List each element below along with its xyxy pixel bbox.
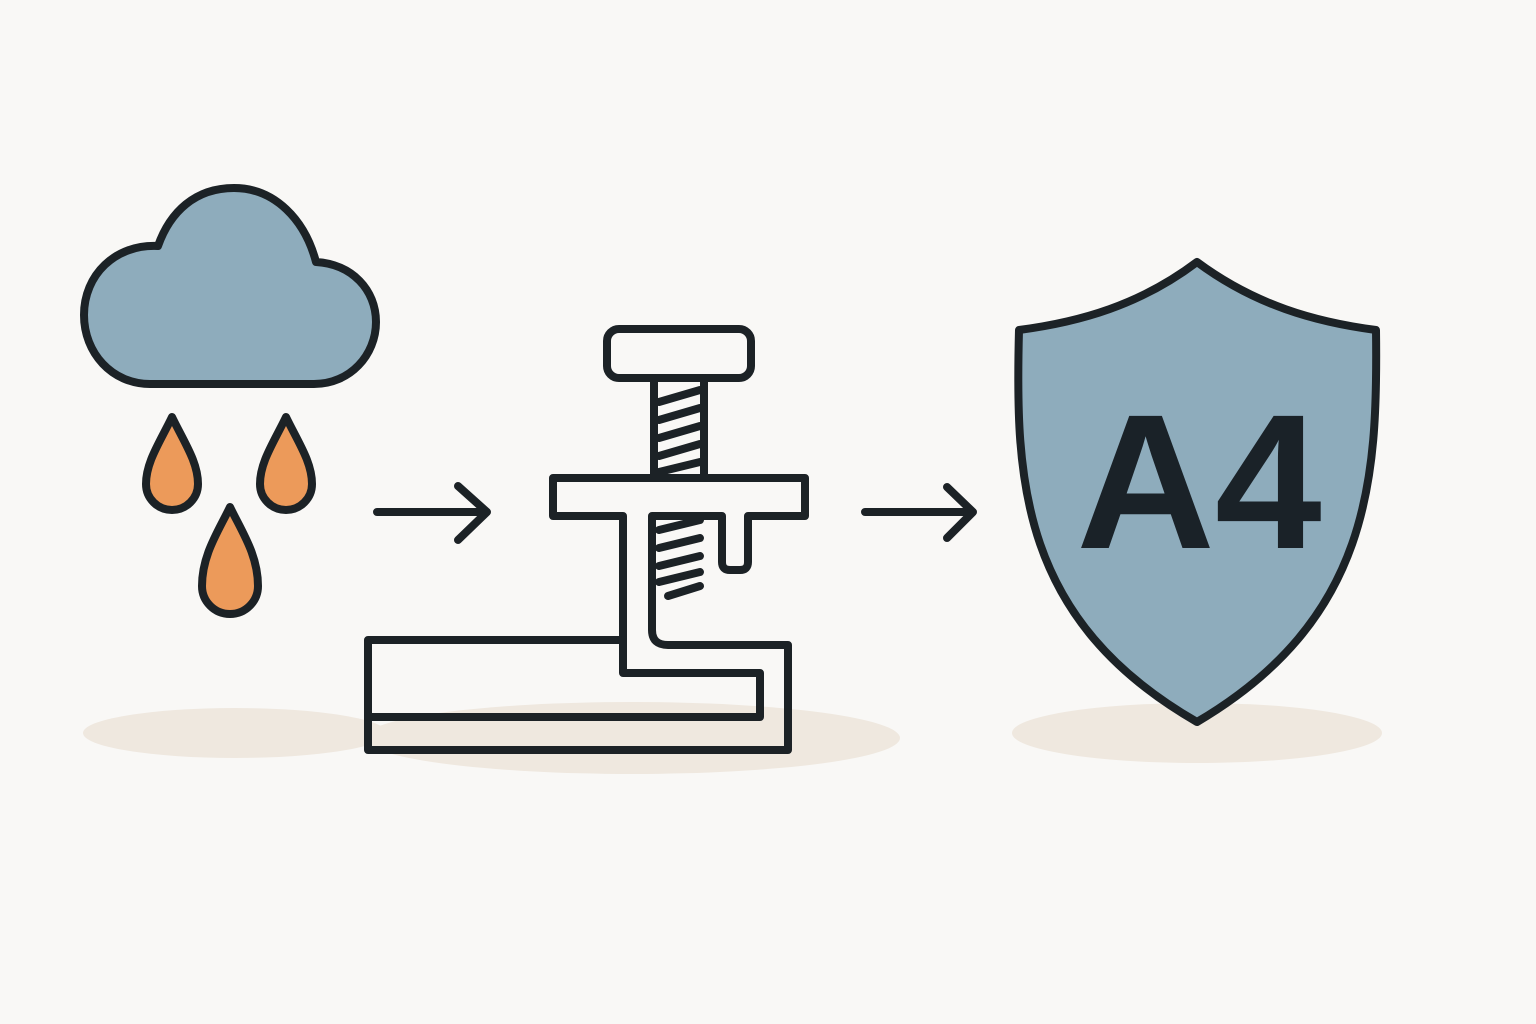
arrow-right-icon xyxy=(373,482,491,544)
clamp-shadow xyxy=(364,702,900,774)
cloud-rain-icon xyxy=(80,184,380,618)
clamp-press-icon xyxy=(364,325,809,754)
rain-drop xyxy=(142,413,202,514)
cloud-shadow xyxy=(83,708,387,758)
arrow-right-icon xyxy=(861,483,977,542)
rain-drop xyxy=(256,413,316,514)
rain-drop xyxy=(198,503,262,618)
shield-icon: A4 xyxy=(1014,258,1381,726)
shield-label: A4 xyxy=(1076,374,1321,589)
shield-shadow xyxy=(1012,703,1382,763)
